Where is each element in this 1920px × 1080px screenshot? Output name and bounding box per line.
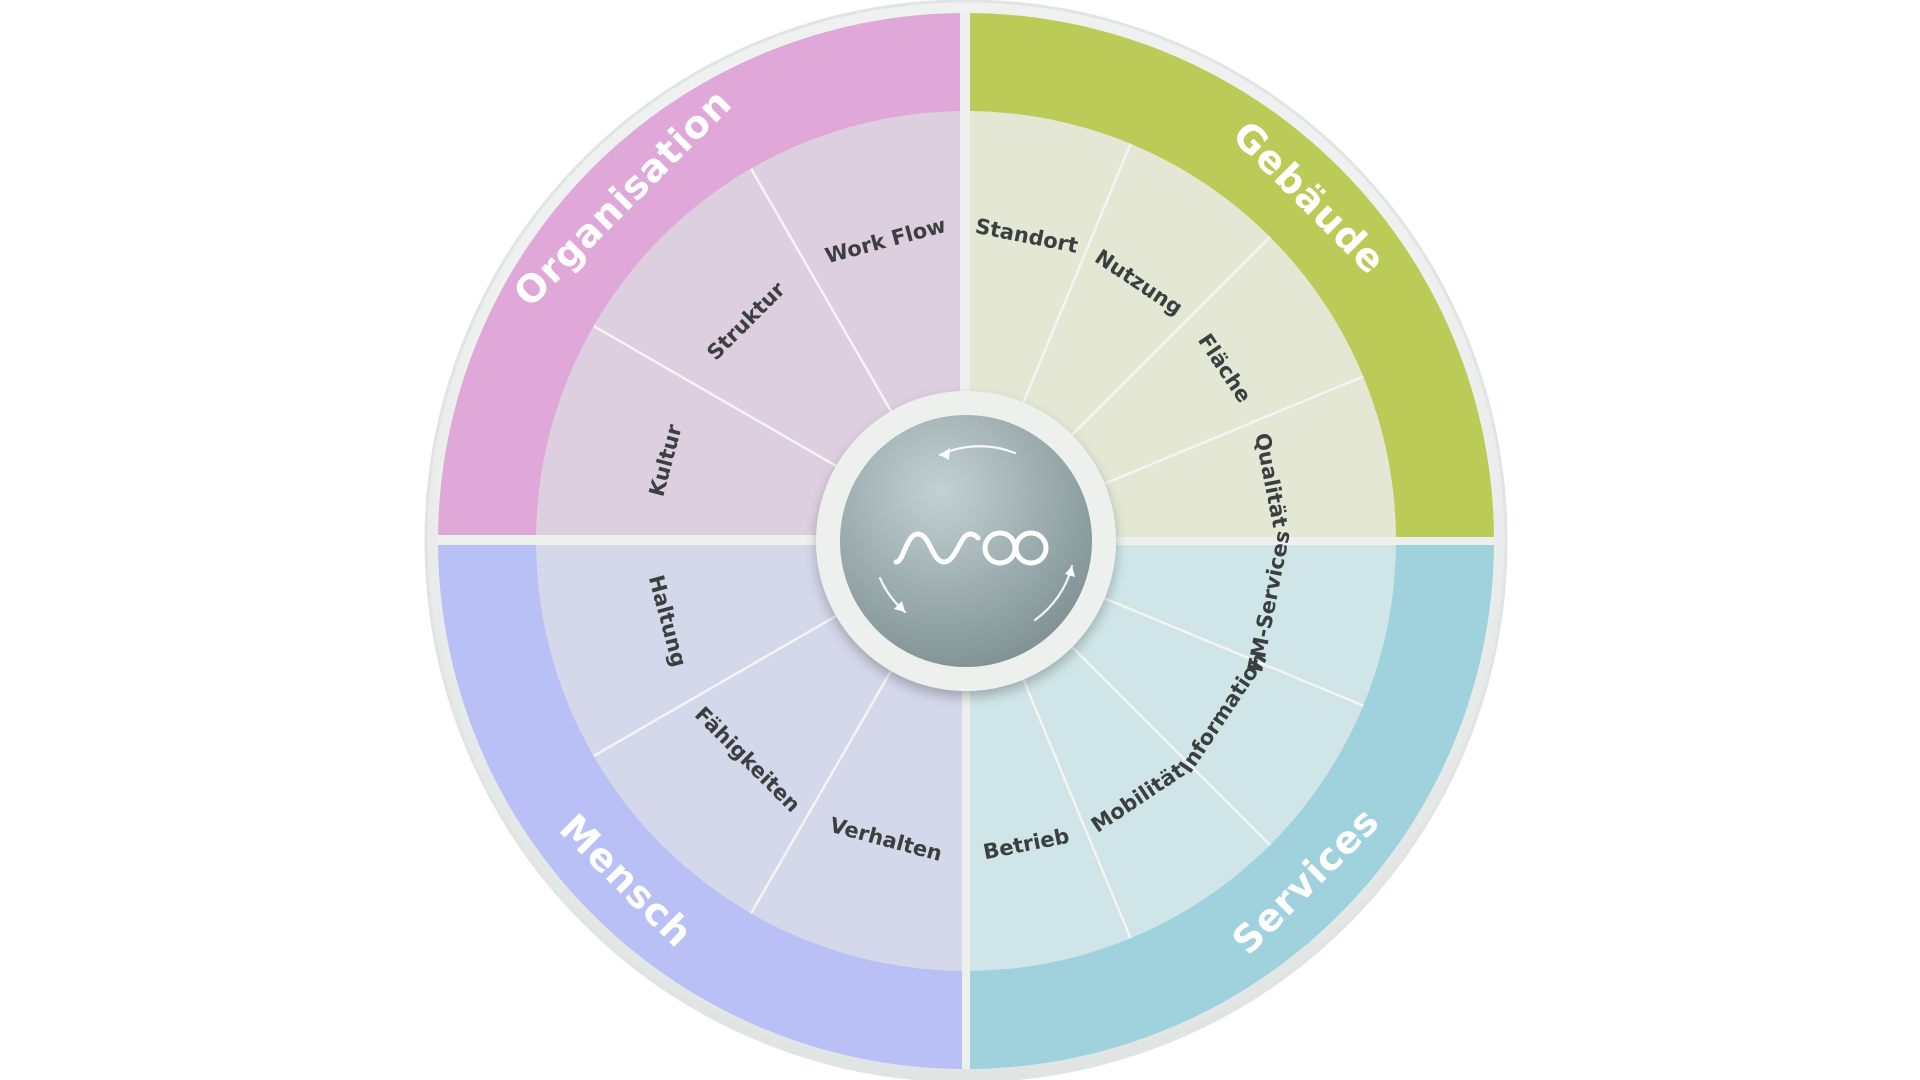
divider-line [592,324,837,468]
inner-sector-organisation [536,111,962,537]
divider-line [1104,597,1364,707]
divider-line [1022,679,1132,939]
divider-line [592,614,837,758]
quadrant-gebaeude [970,13,1494,537]
center-sphere [816,391,1116,691]
divider-line [1104,375,1364,485]
nuoo-logo [878,445,1075,622]
quadrant-organisation [438,13,962,537]
quadrant-services [970,545,1494,1069]
divider-line [1022,143,1132,403]
divider-line [749,167,893,412]
divider-line [1071,646,1271,846]
divider-line [1071,236,1271,436]
inner-sector-mensch [536,545,962,971]
quadrant-mensch [438,545,962,1069]
sphere [840,415,1092,667]
divider-line [749,670,893,915]
